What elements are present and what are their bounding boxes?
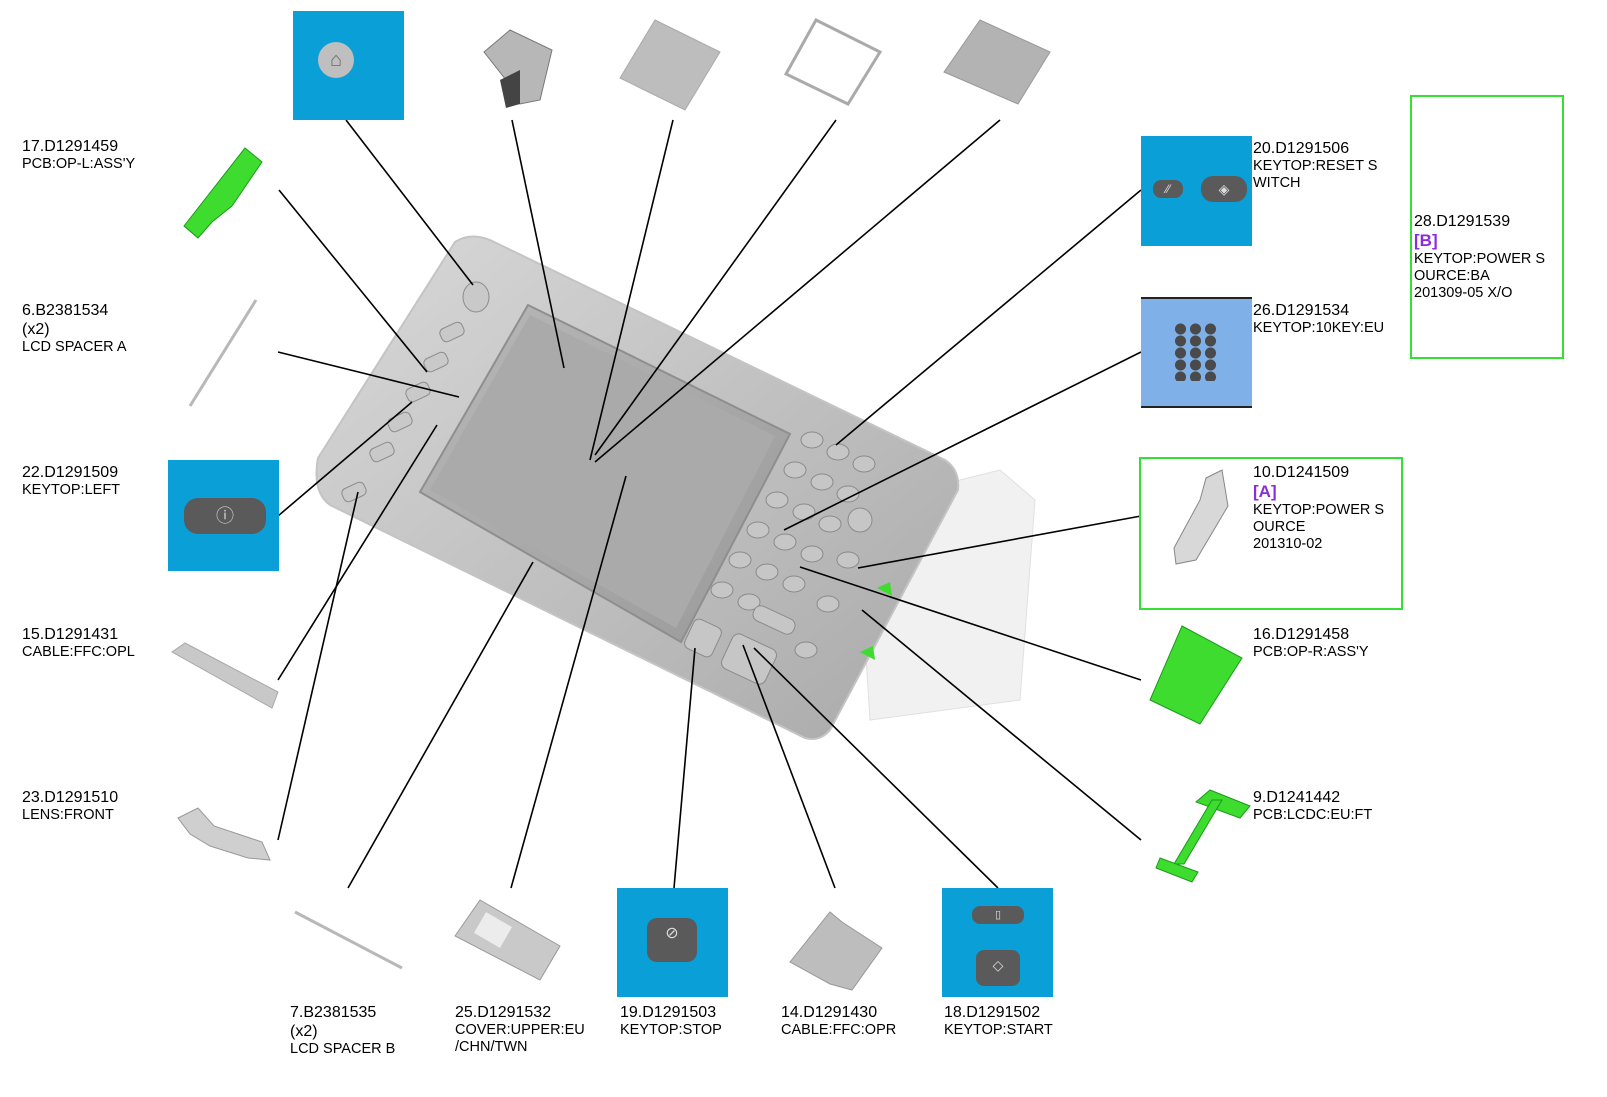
- part-label-7: 7.B2381535(x2)LCD SPACER B: [290, 1004, 396, 1057]
- start-key-tile: ▯ ◇: [942, 888, 1053, 997]
- info-icon: ⓘ: [184, 498, 266, 534]
- reset-icon: ⁄⁄: [1153, 180, 1183, 198]
- stop-icon: ⊘: [647, 918, 697, 962]
- reset-key-tile: ⁄⁄ ◈: [1141, 136, 1252, 246]
- home-icon: ⌂: [318, 42, 354, 78]
- stop-key-tile: ⊘: [617, 888, 728, 997]
- left-key-tile: ⓘ: [168, 460, 279, 571]
- start-icon: ◇: [976, 950, 1020, 986]
- part-label-6: 6.B2381534(x2)LCD SPACER A: [22, 302, 127, 355]
- home-key-tile: ⌂: [293, 11, 404, 120]
- leader-lines: [277, 119, 1142, 889]
- clear-icon: ▯: [972, 906, 1024, 924]
- keypad-icon: [1173, 323, 1219, 381]
- variant-box-b: [1410, 95, 1564, 359]
- keypad-tile: [1141, 297, 1252, 408]
- variant-box-a: [1139, 457, 1403, 610]
- login-icon: ◈: [1201, 176, 1247, 202]
- operation-panel-assembly: [315, 235, 1036, 740]
